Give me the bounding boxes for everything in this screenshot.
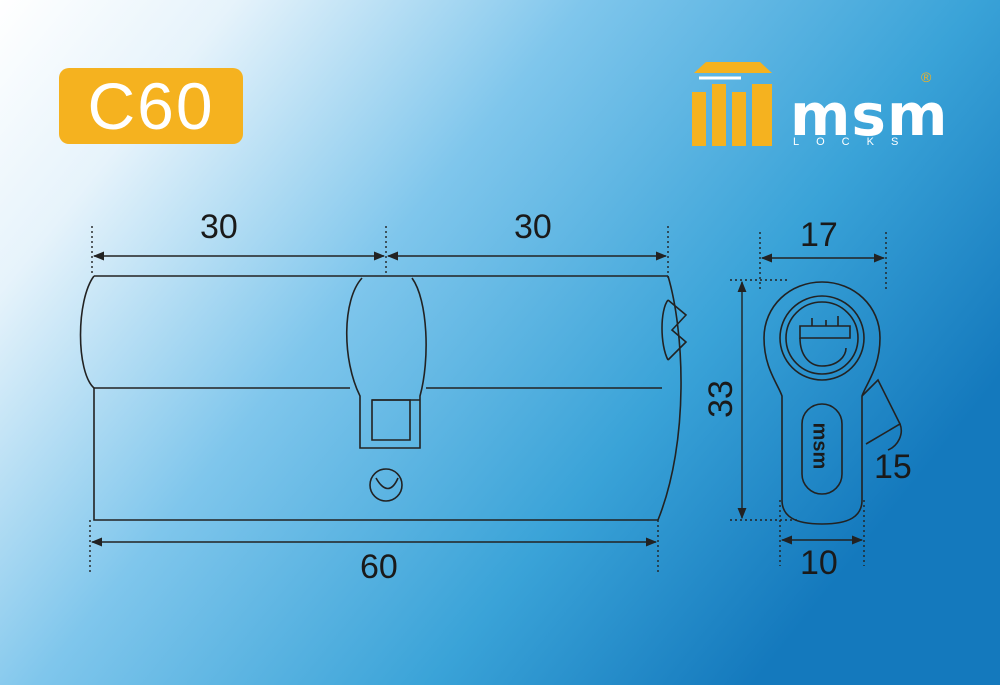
dimension-profile-33 <box>730 279 800 521</box>
brand-tagline: LOCKS <box>793 136 916 148</box>
cylinder-profile-view <box>763 281 903 525</box>
dim-label-profile-width: 17 <box>800 216 838 254</box>
dim-label-right-half: 30 <box>514 208 552 246</box>
model-badge: C60 <box>59 68 243 144</box>
dimension-bottom-10 <box>779 500 865 566</box>
logo-mark-icon <box>692 62 772 146</box>
brand-name: msm <box>790 81 949 149</box>
dimension-left-30 <box>91 226 387 275</box>
registered-mark: ® <box>921 69 932 85</box>
dim-label-cam-offset: 15 <box>874 448 912 486</box>
dimension-total-60 <box>89 520 659 572</box>
dimension-right-30 <box>386 226 669 278</box>
dim-label-total-length: 60 <box>360 548 398 586</box>
dim-label-left-half: 30 <box>200 208 238 246</box>
dimension-profile-17 <box>759 232 887 290</box>
profile-engraving: msm <box>808 422 831 470</box>
model-code: C60 <box>87 69 215 143</box>
dim-label-bottom-width: 10 <box>800 544 838 582</box>
cylinder-side-view <box>79 275 688 521</box>
dim-label-profile-height: 33 <box>701 380 740 418</box>
